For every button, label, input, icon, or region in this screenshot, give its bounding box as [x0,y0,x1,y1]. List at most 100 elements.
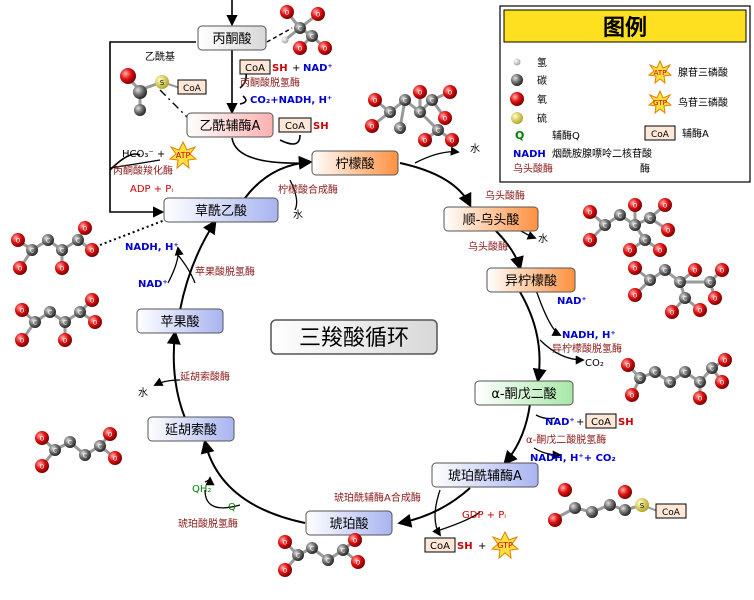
sh-label: SH [457,541,473,552]
node-alpha-kg[interactable]: α-酮戊二酸 [474,380,574,406]
node-succinate[interactable]: 琥珀酸 [305,510,393,536]
node-pyruvate[interactable]: 丙酮酸 [197,25,267,51]
oxygen-atom [445,133,459,147]
atom-letter: O [356,560,361,567]
node-oxaloacetate[interactable]: 草酰乙酸 [163,197,279,223]
coa-sh-akgdh: NAD⁺ + CoA SH [545,413,634,429]
node-label: 草酰乙酸 [195,204,247,219]
atom-letter: C [53,448,57,455]
atom-letter: O [658,248,663,255]
s-letter: S [640,502,645,510]
oxygen-atom [665,305,679,319]
atom-letter: O [63,338,68,345]
node-acetyl-coa[interactable]: 乙酰辅酶A [186,112,274,138]
oxygen-atom [15,333,29,347]
enzyme-mdh: 苹果酸脱氢酶 [195,265,255,278]
atom-letter: O [633,266,638,273]
atom-letter: C [48,310,52,317]
carbon-atom [292,549,304,561]
molecule-models: OCOCOOOCOCCOCOOCOOCOCOCCOCOOCOOOCOCCOCOO… [11,5,732,577]
carbon-atom [384,106,396,118]
carbon-atom [42,234,54,246]
atom-letter: C [430,98,434,105]
oxygen-atom [13,261,27,275]
node-malate[interactable]: 苹果酸 [136,308,224,334]
atp-icon: ATP [168,140,198,170]
atom-letter: C [310,546,314,553]
atom-letter: O [60,266,65,273]
atom-letter: C [648,278,652,285]
carbon-atom [679,366,691,378]
atom-letter: O [418,90,423,97]
atom-letter: O [698,396,703,403]
carbon-atom [659,264,671,276]
plus-label: + [292,63,300,74]
oxygen-atom [621,358,635,372]
node-citrate[interactable]: 柠檬酸 [311,150,399,176]
atom-letter: O [588,238,593,245]
atom-letter: O [298,46,303,53]
atom-letter: O [108,432,113,439]
atom-letter: O [20,308,25,315]
oxygen-atom [628,198,642,212]
atom-letter: O [633,203,638,210]
carbon-atom [74,306,86,318]
water-oaa: 水 [293,209,303,221]
atom-letter: O [90,248,95,255]
oxygen-atom [280,5,294,19]
atom-letter: O [693,268,698,275]
oxygen-atom [103,427,117,441]
coa-sh-succ: CoA SH + [424,537,486,553]
oxygen-atom [438,111,452,125]
atom-letter: O [423,138,428,145]
legend-hydrogen: 氢 [513,56,547,69]
atom-letter: O [666,228,671,235]
node-cis-aconitate[interactable]: 顺-乌头酸 [443,206,539,232]
atom-letter: C [708,280,712,287]
atom-letter: O [316,12,321,19]
carbon-atom [322,554,334,566]
oxygen-atom [661,223,675,237]
q-label: Q [228,502,236,513]
atom-letter: C [653,370,657,377]
atom-letter: C [668,380,672,387]
oxygen-atom [35,431,49,445]
node-isocitrate[interactable]: 异柠檬酸 [486,267,576,293]
carbon-atom [44,306,56,318]
atom-letter: C [326,558,330,565]
enzyme-succinyl-synthetase: 琥珀酰辅酶A合成酶 [334,491,421,504]
legend-aconitase: 乌头酸酶 酶 [513,162,650,175]
carbon-atom [432,124,444,136]
carbon-atom [644,274,656,286]
sh-label: SH [272,63,288,74]
carbon-atom [94,440,106,452]
hydrogen-atom [281,36,289,44]
atom-letter: C [60,248,64,255]
carbon-atom [306,542,318,554]
node-succinyl-coa[interactable]: 琥珀酰辅酶A [431,462,539,488]
enzyme-akgdh: α-酮戊二酸脱氢酶 [526,433,606,446]
sh-label: SH [618,417,634,428]
legend-coq: Q 辅酶Q [515,129,580,142]
legend-oxygen-text: 氧 [537,93,547,106]
nadh-mdh: NADH, H⁺ [125,242,179,253]
oxygen-atom [365,119,379,133]
atom-letter: C [83,453,87,460]
atom-letter: C [683,370,687,377]
carbon-atom [79,449,91,461]
node-fumarate[interactable]: 延胡索酸 [147,416,235,442]
legend-atp-text: 腺苷三磷酸 [678,66,728,79]
legend-gtp-symbol: GTP [653,99,667,107]
legend-sulfur: 硫 [511,112,547,125]
arc-succoa-succ [397,487,471,528]
legend-coa: CoA 辅酶A [644,125,709,141]
arc-akg-succoa [503,403,531,466]
arc-mal-oaa [179,219,217,311]
coa-sh-citrate: CoA SH [278,117,329,133]
oxygen-atom [278,535,292,549]
carbon-atom [337,544,349,556]
carbon-atom [639,234,651,246]
nad-idh: NAD⁺ [557,296,587,307]
oxygen-atom [653,243,667,257]
